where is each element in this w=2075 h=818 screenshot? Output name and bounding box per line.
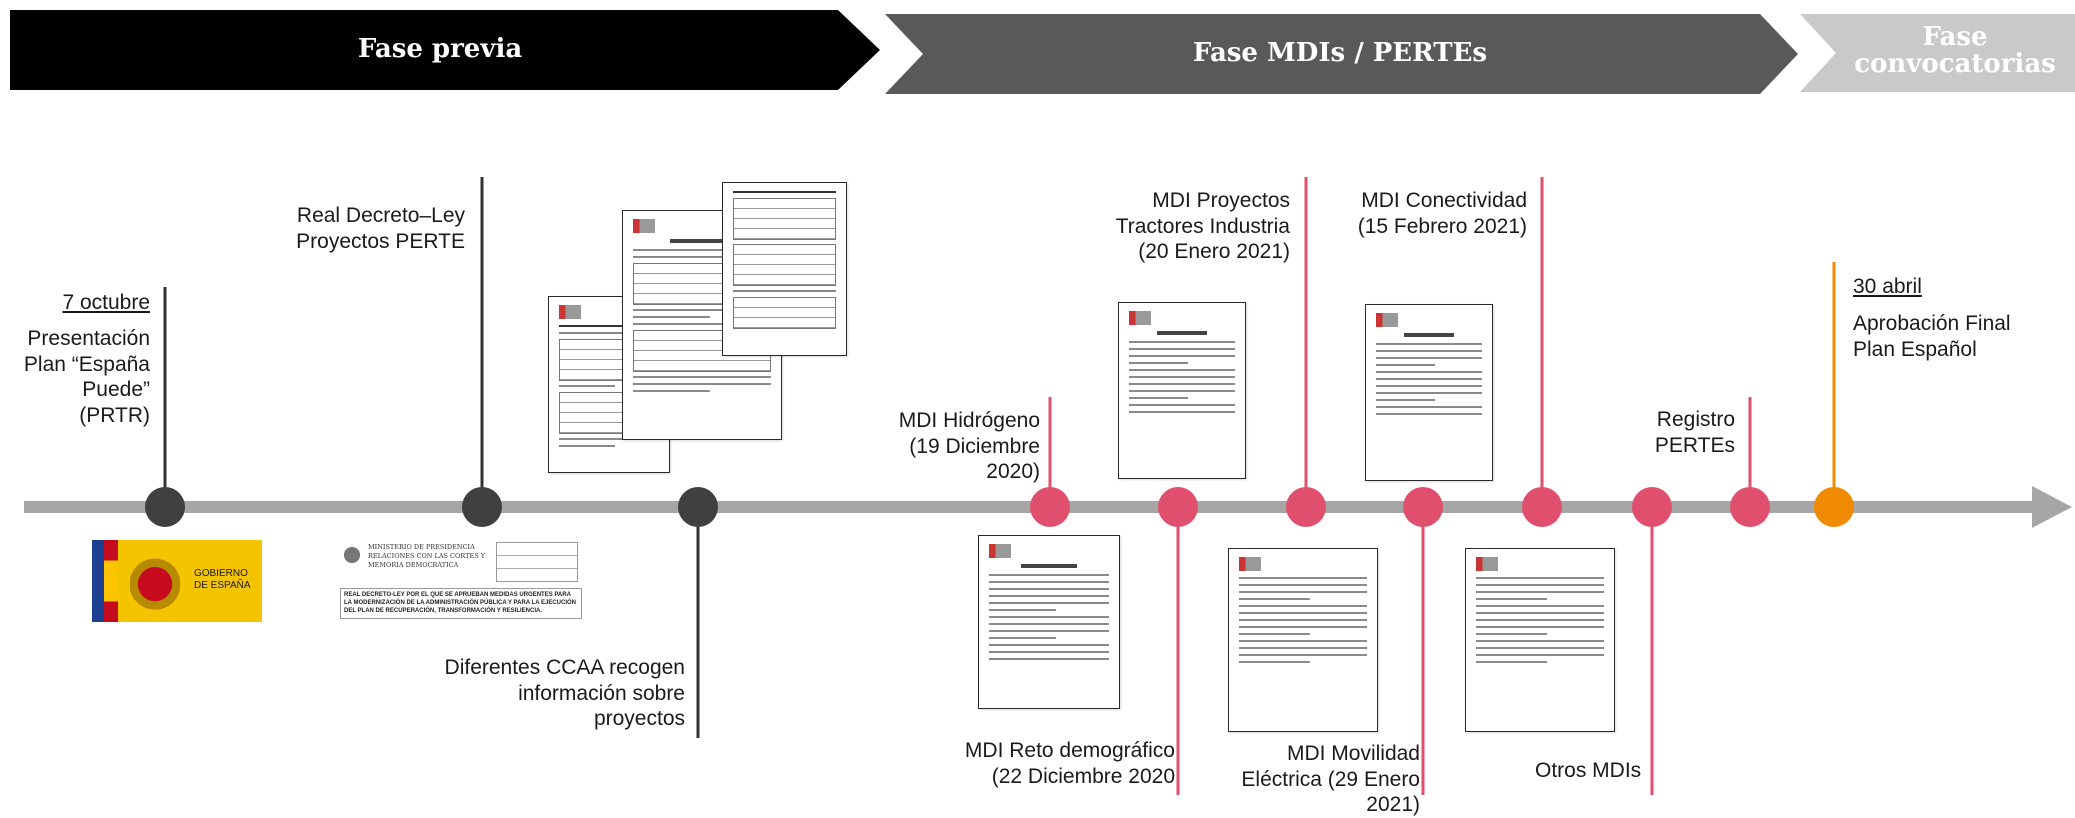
e11-text: Aprobación Final Plan Español — [1853, 312, 2011, 361]
dot-e4 — [1030, 487, 1070, 527]
phase-banners — [10, 10, 2075, 94]
coat-of-arms-icon — [130, 550, 180, 612]
dot-e7 — [1403, 487, 1443, 527]
phase-previa-arrow — [10, 10, 880, 90]
dot-e9 — [1632, 487, 1672, 527]
phase-mdis-label: Fase MDIs / PERTEs — [1192, 38, 1488, 68]
dot-e8 — [1522, 487, 1562, 527]
e5-text: MDI Reto demográfico (22 Diciembre 2020 — [964, 739, 1175, 788]
dot-e11 — [1814, 487, 1854, 527]
mdi-movilidad-doc — [1228, 548, 1378, 732]
dot-e2 — [462, 487, 502, 527]
gobierno-text: GOBIERNO DE ESPAÑA — [194, 568, 251, 591]
dot-e5 — [1158, 487, 1198, 527]
e3-text: Diferentes CCAA recogen información sobr… — [444, 656, 685, 731]
mdi-tractores-doc — [1118, 302, 1246, 479]
eu-flag-strip — [92, 540, 104, 622]
e6-text: MDI Proyectos Tractores Industria (20 En… — [1115, 189, 1290, 264]
mdi-conectividad-doc — [1365, 304, 1493, 481]
gobierno-logo: GOBIERNO DE ESPAÑA — [92, 540, 262, 622]
bulletin-card: MINISTERIO DE PRESIDENCIA RELACIONES CON… — [338, 540, 582, 628]
bulletin-org: MINISTERIO DE PRESIDENCIA RELACIONES CON… — [368, 543, 486, 569]
bulletin-form-box — [496, 542, 578, 582]
e1-date: 7 octubre — [62, 291, 150, 314]
mdi-hidrogeno-doc — [978, 535, 1120, 709]
e4-text: MDI Hidrógeno (19 Diciembre 2020) — [898, 409, 1040, 484]
e10-text: Registro PERTEs — [1654, 408, 1735, 457]
phase-convocatorias-arrow — [1800, 14, 2075, 92]
otros-mdis-doc — [1465, 548, 1615, 732]
spain-flag-strip — [104, 540, 118, 622]
dot-e6 — [1286, 487, 1326, 527]
ministry-crest-icon — [340, 542, 364, 568]
e9-text: Otros MDIs — [1535, 759, 1642, 782]
e2-text: Real Decreto–Ley Proyectos PERTE — [296, 204, 465, 253]
bulletin-title: REAL DECRETO-LEY POR EL QUE SE APRUEBAN … — [340, 588, 582, 620]
e1-text: Presentación Plan “España Puede” (PRTR) — [23, 327, 150, 427]
phase-previa-label: Fase previa — [357, 34, 523, 64]
phase-mdis-arrow — [885, 14, 1798, 94]
dot-e1 — [145, 487, 185, 527]
dot-e3 — [678, 487, 718, 527]
ccaa-form-doc-3 — [722, 182, 847, 356]
e11-date: 30 abril — [1853, 275, 1922, 298]
e8-text: MDI Conectividad (15 Febrero 2021) — [1357, 189, 1527, 238]
timeline — [24, 177, 2072, 795]
timeline-arrowhead — [2032, 486, 2072, 528]
phase-convocatorias-label: Fase convocatorias — [1854, 22, 2056, 80]
dot-e10 — [1730, 487, 1770, 527]
e7-text: MDI Movilidad Eléctrica (29 Enero 2021) — [1241, 742, 1420, 817]
